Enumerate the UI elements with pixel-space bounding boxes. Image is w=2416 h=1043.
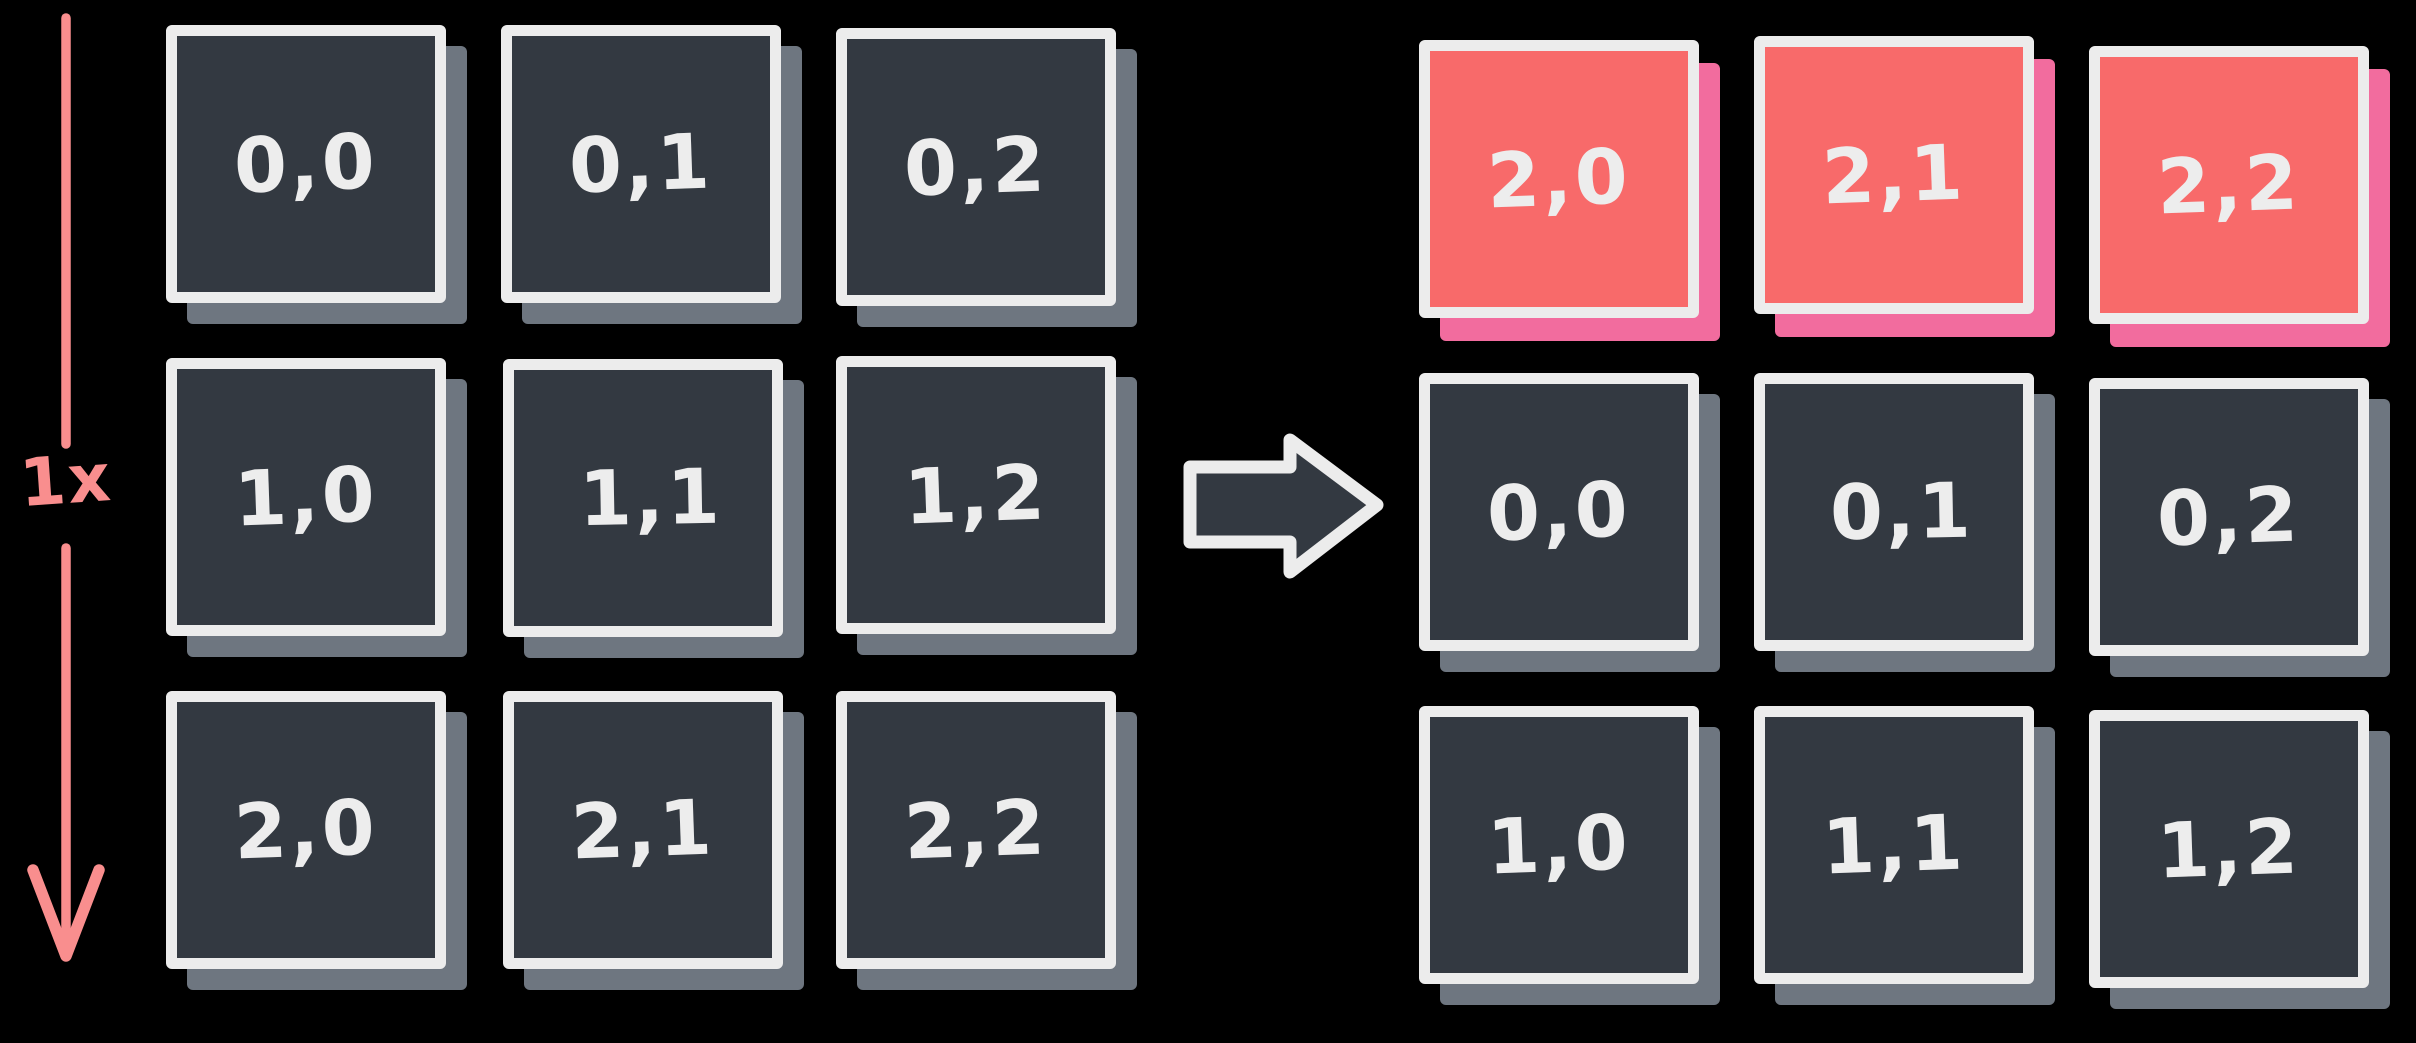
result-grid: 2,0 2,1 2,2 0,0 0,1 0,2 1,0 1,1 1,2: [1419, 36, 2369, 988]
cell-label: 0,0: [1485, 464, 1633, 559]
grid-cell: 1,2: [836, 356, 1116, 634]
grid-cell: 0,2: [836, 28, 1116, 306]
grid-cell: 0,0: [166, 25, 446, 303]
cell-label: 0,1: [1829, 465, 1975, 558]
grid-cell: 1,1: [1754, 706, 2034, 984]
cell-label: 1,2: [2155, 801, 2303, 896]
cell-label: 2,1: [1820, 127, 1968, 222]
grid-cell: 0,1: [501, 25, 781, 303]
cell-label: 2,2: [2155, 137, 2303, 232]
cell-label: 2,0: [1485, 131, 1633, 226]
grid-cell: 2,0: [166, 691, 446, 969]
grid-cell: 1,1: [503, 359, 783, 637]
grid-cell: 2,1: [503, 691, 783, 969]
grid-cell: 1,2: [2089, 710, 2369, 988]
grid-cell: 0,0: [1419, 373, 1699, 651]
grid-cell: 0,1: [1754, 373, 2034, 651]
grid-cell: 2,1: [1754, 36, 2034, 314]
grid-cell: 2,2: [2089, 46, 2369, 324]
grid-cell: 2,0: [1419, 40, 1699, 318]
cell-label: 1,0: [1485, 797, 1633, 892]
down-arrow-icon: [27, 13, 105, 962]
grid-cell: 1,0: [166, 358, 446, 636]
grid-cell: 0,2: [2089, 378, 2369, 656]
grid-cell: 1,0: [1419, 706, 1699, 984]
source-grid: 0,0 0,1 0,2 1,0 1,1 1,2 2,0 2,1 2,2: [166, 25, 1116, 969]
cell-label: 1,1: [1820, 797, 1968, 892]
grid-cell: 2,2: [836, 691, 1116, 969]
cell-label: 0,2: [2155, 469, 2303, 564]
